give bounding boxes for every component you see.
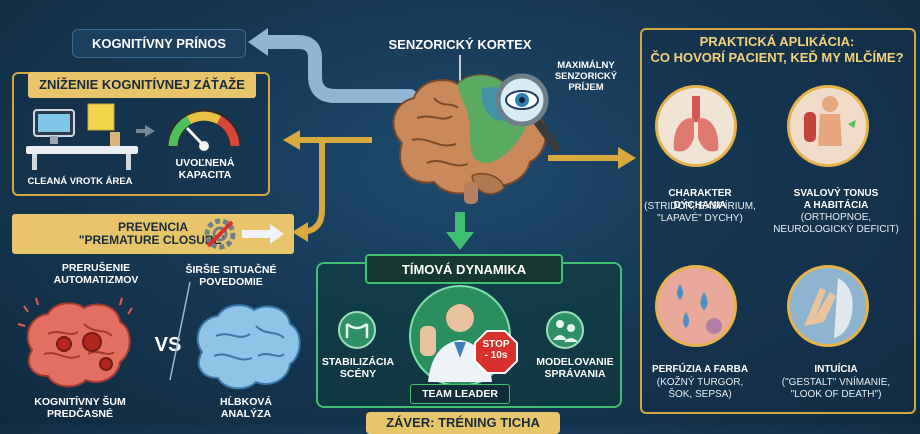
breathing-illustration	[655, 85, 737, 167]
muscle-tone-detail: (ORTHOPNOE, NEUROLOGICKÝ DEFICIT)	[773, 212, 899, 235]
interrupt-caption: PRERUŠENIE AUTOMATIZMOV	[53, 262, 139, 287]
benefit-label: KOGNITÍVNY PRÍNOS	[72, 29, 246, 58]
deep-analysis-brain-illustration	[196, 304, 301, 390]
awareness-caption: ŠIRŠIE SITUAČNÉ POVEDOMIE	[185, 264, 277, 289]
perfusion-detail: (KOŽNÝ TURGOR, ŠOK, SEPSA)	[656, 377, 744, 400]
arrow-head-prevention	[292, 222, 308, 242]
breathing-title: CHARAKTER DÝCHANIA	[668, 188, 732, 211]
capacity-gauge-icon	[167, 109, 241, 151]
arrow-head-load	[283, 130, 300, 150]
muscle-tone-title: SVALOVÝ TONUS A HABITÁCIA	[793, 188, 879, 211]
stop-sign-label: STOP - 10s	[474, 339, 518, 361]
arrow-to-benefit	[255, 35, 417, 103]
gauge-caption: UVOĽNENÁ KAPACITA	[175, 157, 235, 182]
noise-caption: KOGNITÍVNY ŠUM PREDČASNÉ	[34, 396, 126, 421]
stop-text: STOP	[482, 339, 510, 350]
connector-arrows	[136, 28, 636, 250]
arrow-head-team	[446, 232, 474, 250]
brain-stem	[464, 182, 478, 204]
leader-caption: TEAM LEADER	[410, 384, 510, 404]
modeling-caption: MODELOVANIE SPRÁVANIA	[536, 356, 614, 381]
perfusion-title: PERFÚZIA A FARBA	[651, 364, 749, 375]
noisy-brain-illustration	[17, 297, 133, 388]
practical-title: PRAKTICKÁ APLIKÁCIA: ČO HOVORÍ PACIENT, …	[650, 34, 904, 65]
arrow-to-team	[455, 212, 465, 234]
behavior-modeling-icon	[546, 311, 584, 349]
max-intake-label: MAXIMÁLNY SENZORICKÝ PRÍJEM	[554, 60, 618, 93]
muscle-tone-illustration	[787, 85, 869, 167]
clean-desk-illustration	[26, 103, 138, 170]
arrow-to-prevention	[299, 140, 325, 235]
cortex-label: SENZORICKÝ KORTEX	[388, 37, 532, 52]
magnifier-eye-icon	[495, 73, 560, 152]
stop-time: - 10s	[484, 349, 508, 361]
intuition-title: INTUÍCIA	[814, 364, 858, 375]
team-dynamics-title: TÍMOVÁ DYNAMIKA	[365, 254, 563, 284]
stabilization-caption: STABILIZÁCIA SCÉNY	[321, 356, 395, 381]
intuition-detail: ("GESTALT" VNÍMANIE, "LOOK OF DEATH")	[781, 377, 891, 400]
desk-caption: CLEANÁ VROTK ÁREA	[27, 176, 133, 187]
arrow-head-practical	[618, 147, 636, 169]
vs-label: VS	[154, 334, 182, 356]
vs-divider	[169, 281, 191, 381]
sweat-drops-icon	[677, 284, 722, 334]
cerebellum	[471, 172, 505, 195]
arrow-head-benefit	[248, 28, 268, 56]
lungs-icon	[673, 96, 719, 152]
load-reduction-title: ZNÍŽENIE KOGNITÍVNEJ ZÁŤAŽE	[28, 72, 256, 98]
perfusion-illustration	[655, 265, 737, 347]
prevention-title: PREVENCIA "PREMATURE CLOSURE"	[12, 214, 294, 254]
breathing-detail: (STRIDOR, EXSPÍRIUM, "LAPAVÉ" DYCHY)	[644, 201, 756, 224]
conclusion-title: ZÁVER: TRÉNING TICHA	[366, 412, 560, 434]
scene-stabilization-icon	[338, 311, 376, 349]
intuition-illustration	[787, 265, 869, 347]
blocked-gear-icon	[204, 218, 284, 250]
body-icon	[804, 96, 856, 146]
analysis-caption: HĹBKOVÁ ANALÝZA	[220, 396, 272, 421]
stop-sign-icon	[474, 330, 518, 374]
hand-face-icon	[804, 278, 853, 338]
